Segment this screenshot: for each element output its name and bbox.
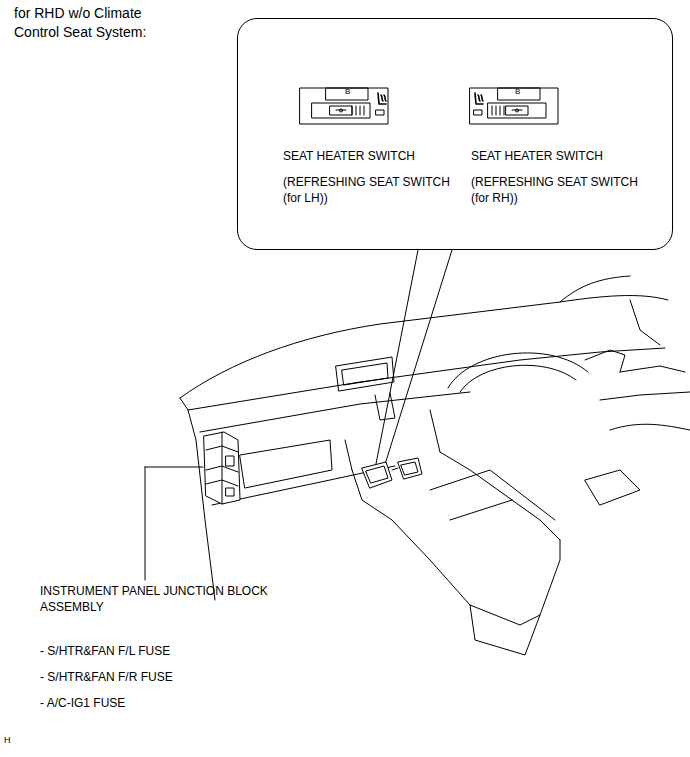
switch-name: SEAT HEATER SWITCH — [471, 148, 646, 164]
figure-mark: H — [4, 734, 11, 746]
part-name: INSTRUMENT PANEL JUNCTION BLOCK ASSEMBLY — [40, 583, 268, 615]
switch-subname: (REFRESHING SEAT SWITCH (for LH)) — [283, 174, 458, 206]
switch-subname: (REFRESHING SEAT SWITCH (for RH)) — [471, 174, 646, 206]
fuse-name: - S/HTR&FAN F/L FUSE — [40, 643, 170, 659]
switch-mark: B — [345, 88, 350, 97]
callout-pointer — [374, 250, 418, 474]
switch-name: SEAT HEATER SWITCH — [283, 148, 458, 164]
switch-icon — [300, 88, 388, 124]
leader-line — [145, 467, 203, 580]
diagram-title: for RHD w/o Climate Control Seat System: — [14, 4, 164, 42]
switch-icon — [470, 88, 558, 124]
callout-box: SEAT HEATER SWITCH (REFRESHING SEAT SWITC… — [237, 18, 673, 250]
fuse-name: - A/C-IG1 FUSE — [40, 695, 125, 711]
switch-mark: B — [515, 88, 520, 97]
fuse-name: - S/HTR&FAN F/R FUSE — [40, 669, 173, 685]
junction-block — [204, 432, 240, 504]
